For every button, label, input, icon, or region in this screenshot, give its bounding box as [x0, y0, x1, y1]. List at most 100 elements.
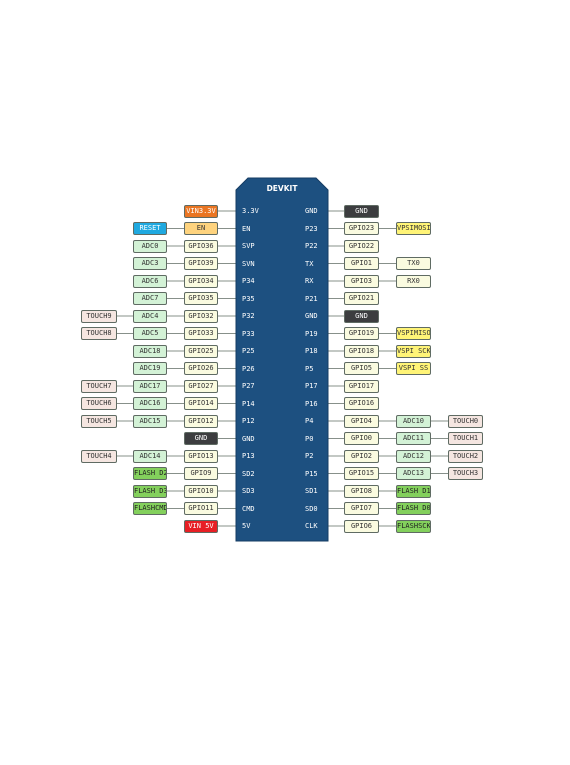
pin-label: TOUCH0 — [448, 414, 483, 428]
pin-label: GPIO6 — [344, 519, 379, 533]
board-pin-right: P17 — [305, 382, 318, 390]
pin-label: GPIO16 — [344, 397, 379, 410]
pin-label: VPSIMOSI — [396, 222, 431, 235]
pin-label: ADC5 — [133, 327, 167, 340]
pin-label: GND — [184, 432, 218, 445]
pin-label: RX0 — [396, 274, 431, 288]
pin-label: TOUCH7 — [81, 379, 117, 393]
pin-label: ADC12 — [396, 449, 431, 463]
board-pin-right: P4 — [305, 417, 314, 425]
pin-label: ADC6 — [133, 274, 167, 288]
board-pin-right: P0 — [305, 434, 314, 443]
pin-label: GPIO33 — [184, 327, 218, 340]
board-pin-left: 3.3V — [242, 207, 259, 215]
board-pin-left: EN — [242, 224, 251, 233]
pin-label: GND — [344, 309, 379, 323]
board-pin-right: P18 — [305, 347, 318, 355]
pin-label: GPIO22 — [344, 239, 379, 253]
pin-label: ADC19 — [133, 362, 167, 375]
pin-label: TOUCH5 — [81, 414, 117, 428]
board-pin-right: P2 — [305, 452, 314, 460]
pin-label: TOUCH9 — [81, 309, 117, 323]
board-pin-left: P13 — [242, 452, 255, 460]
pin-label: FLASH D0 — [396, 502, 431, 515]
board-pin-right: P5 — [305, 364, 314, 373]
pin-label: GPIO21 — [344, 292, 379, 305]
pin-label: GND — [344, 204, 379, 218]
pin-label: TOUCH1 — [448, 432, 483, 445]
board-pin-right: P21 — [305, 294, 318, 303]
pin-label: GPIO13 — [184, 449, 218, 463]
board-pin-left: P32 — [242, 312, 255, 320]
board-pin-left: P33 — [242, 329, 255, 338]
pin-label: GPIO1 — [344, 257, 379, 270]
board-pin-right: GND — [305, 312, 318, 320]
pin-label: GPIO35 — [184, 292, 218, 305]
pin-label: RESET — [133, 222, 167, 235]
pin-label: GPIO2 — [344, 449, 379, 463]
board-pin-left: GND — [242, 434, 255, 443]
board-pin-right: SD1 — [305, 487, 318, 495]
pin-label: GPIO10 — [184, 484, 218, 498]
board-pin-left: P26 — [242, 364, 255, 373]
board-title: DEVKIT — [266, 184, 298, 193]
pin-label: ADC3 — [133, 257, 167, 270]
pin-label: GPIO23 — [344, 222, 379, 235]
board-pin-right: P16 — [305, 399, 318, 408]
board-pin-right: CLK — [305, 522, 318, 530]
pin-label: ADC11 — [396, 432, 431, 445]
board-pin-left: SVP — [242, 242, 255, 250]
pin-label: GPIO15 — [344, 467, 379, 480]
board-pin-right: P22 — [305, 242, 318, 250]
pin-label: ADC4 — [133, 309, 167, 323]
pin-label: FLASH D3 — [133, 484, 167, 498]
board-pin-left: CMD — [242, 504, 255, 513]
pin-label: VIN3.3V — [184, 204, 218, 218]
pin-label: ADC16 — [133, 397, 167, 410]
pin-label: GPIO11 — [184, 502, 218, 515]
pin-label: TOUCH6 — [81, 397, 117, 410]
board-pin-left: 5V — [242, 522, 251, 530]
pin-label: GPIO9 — [184, 467, 218, 480]
board-pin-left: P25 — [242, 347, 255, 355]
board-pin-right: RX — [305, 277, 314, 285]
pin-label: GPIO7 — [344, 502, 379, 515]
board-pin-left: P12 — [242, 417, 255, 425]
pin-label: FLASHCMD — [133, 502, 167, 515]
pin-label: GPIO0 — [344, 432, 379, 445]
pin-label: GPIO32 — [184, 309, 218, 323]
pin-label: GPIO18 — [344, 344, 379, 358]
pin-label: ADC18 — [133, 344, 167, 358]
pin-label: TOUCH3 — [448, 467, 483, 480]
pin-label: FLASH D1 — [396, 484, 431, 498]
pin-label: FLASHSCK — [396, 519, 431, 533]
pin-label: VIN 5V — [184, 519, 218, 533]
pin-label: VSPI SCK — [396, 344, 431, 358]
board-pin-left: SD2 — [242, 469, 255, 478]
board-pin-left: P14 — [242, 399, 255, 408]
pin-label: GPIO26 — [184, 362, 218, 375]
pin-label: TOUCH2 — [448, 449, 483, 463]
pin-label: EN — [184, 222, 218, 235]
pin-label: GPIO14 — [184, 397, 218, 410]
pin-label: VSPIMISO — [396, 327, 431, 340]
pin-label: GPIO36 — [184, 239, 218, 253]
pin-label: ADC15 — [133, 414, 167, 428]
pin-label: GPIO17 — [344, 379, 379, 393]
board-pin-right: SD0 — [305, 504, 318, 513]
pin-label: GPIO4 — [344, 414, 379, 428]
pin-label: TX0 — [396, 257, 431, 270]
pin-label: FLASH D2 — [133, 467, 167, 480]
board-pin-right: P15 — [305, 469, 318, 478]
pin-label: ADC14 — [133, 449, 167, 463]
pin-label: GPIO27 — [184, 379, 218, 393]
pin-label: GPIO8 — [344, 484, 379, 498]
board-pin-left: SVN — [242, 259, 255, 268]
pin-label: ADC13 — [396, 467, 431, 480]
pin-label: GPIO19 — [344, 327, 379, 340]
pin-label: ADC10 — [396, 414, 431, 428]
pin-label: TOUCH4 — [81, 449, 117, 463]
pin-label: VSPI SS — [396, 362, 431, 375]
pin-label: GPIO3 — [344, 274, 379, 288]
